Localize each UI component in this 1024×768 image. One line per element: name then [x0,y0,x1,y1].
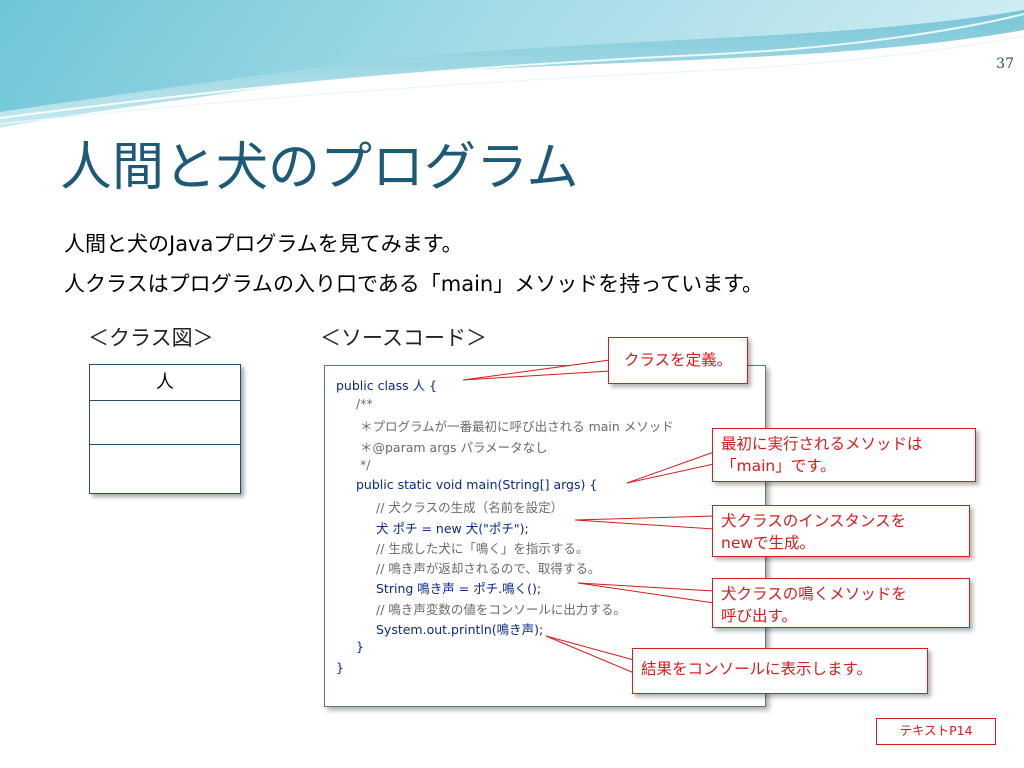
code-line: String 鳴き声 = ポチ.鳴く(); [376,581,542,596]
class-name-compartment: 人 [90,365,240,401]
code-line: 犬 ポチ = new 犬("ポチ"); [376,521,529,536]
code-line: */ [360,457,371,472]
operation-compartment [90,445,240,493]
code-line: // 犬クラスの生成（名前を設定） [376,500,564,515]
callout-text: 「main」です。 [721,456,836,475]
source-code-box: public class 人 { /** ＊プログラムが一番最初に呼び出される … [324,365,766,707]
code-line: public static void main(String[] args) { [356,477,598,492]
callout-bark-method: 犬クラスの鳴くメソッドを 呼び出す。 [712,578,970,628]
page-number: 37 [996,56,1014,72]
callout-text: クラスを定義。 [623,351,733,369]
callout-text: 犬クラスのインスタンスを [721,512,907,530]
code-line: ＊@param args パラメータなし [360,440,548,455]
bullet-1: 人間と犬のJavaプログラムを見てみます。 [64,232,463,256]
callout-instance: 犬クラスのインスタンスを newで生成。 [712,505,970,557]
code-line: } [336,660,344,675]
code-line: ＊プログラムが一番最初に呼び出される main メソッド [360,419,674,434]
code-line: // 鳴き声変数の値をコンソールに出力する。 [376,602,626,617]
code-line: System.out.println(鳴き声); [376,622,544,637]
callout-text: newで生成。 [721,533,816,552]
callout-text: 最初に実行されるメソッドは [721,435,923,453]
source-code-heading: ＜ソースコード＞ [320,326,487,350]
callout-text: 結果をコンソールに表示します。 [641,660,872,678]
header-wave-decoration [0,0,1024,128]
slide-title: 人間と犬のプログラム [60,138,579,198]
callout-main-method: 最初に実行されるメソッドは 「main」です。 [712,428,976,482]
callout-define-class: クラスを定義。 [608,337,748,384]
callout-text: 犬クラスの鳴くメソッドを [721,585,907,603]
code-line: /** [356,396,373,411]
class-diagram-heading: ＜クラス図＞ [88,326,214,350]
bullet-2: 人クラスはプログラムの入り口である「main」メソッドを持っています。 [64,272,764,296]
code-line: } [356,639,364,654]
attribute-compartment [90,401,240,445]
code-line: public class 人 { [336,378,438,393]
code-line: // 生成した犬に「鳴く」を指示する。 [376,541,589,556]
code-line: // 鳴き声が返却されるので、取得する。 [376,561,601,576]
callout-console-output: 結果をコンソールに表示します。 [632,648,928,694]
text-reference-badge: テキストP14 [876,718,996,745]
callout-text: 呼び出す。 [721,606,797,625]
class-diagram-box: 人 [89,364,241,494]
